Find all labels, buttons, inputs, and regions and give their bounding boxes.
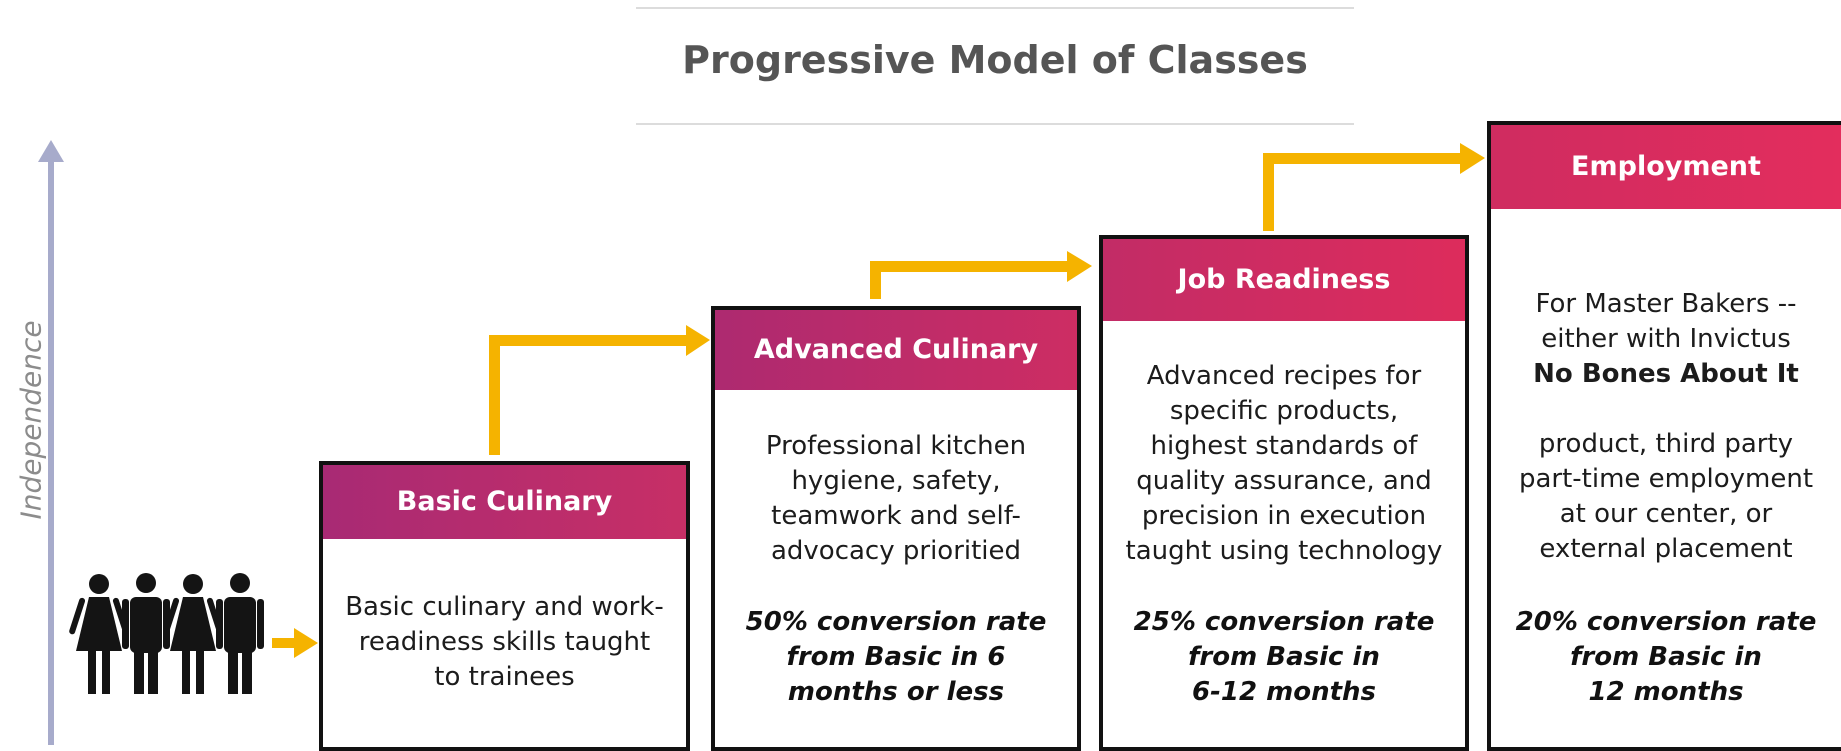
stage-description: Basic culinary and work- readiness skill… bbox=[345, 592, 664, 692]
stage-header: Advanced Culinary bbox=[715, 310, 1077, 390]
stage-advanced-culinary: Advanced Culinary Professional kitchen h… bbox=[711, 306, 1081, 751]
stage-header: Employment bbox=[1491, 125, 1841, 209]
arrow-basic-to-advanced bbox=[489, 325, 710, 455]
conversion-rate: 20% conversion rate from Basic in 12 mon… bbox=[1515, 607, 1817, 707]
page-title: Progressive Model of Classes bbox=[682, 38, 1308, 82]
arrow-advanced-to-job bbox=[870, 251, 1092, 299]
title-bottom-rule bbox=[636, 123, 1354, 125]
description-text: product, third party part-time employmen… bbox=[1518, 429, 1814, 564]
stage-basic-culinary: Basic Culinary Basic culinary and work- … bbox=[319, 461, 690, 751]
stage-header: Job Readiness bbox=[1103, 239, 1465, 321]
product-name: No Bones About It bbox=[1533, 359, 1799, 389]
conversion-rate: 25% conversion rate from Basic in 6-12 m… bbox=[1133, 607, 1435, 707]
stage-description: For Master Bakers -- either with Invictu… bbox=[1501, 252, 1831, 567]
independence-axis bbox=[48, 156, 54, 745]
stage-description: Advanced recipes for specific products, … bbox=[1125, 361, 1443, 566]
stage-header: Basic Culinary bbox=[323, 465, 686, 539]
arrow-people-to-basic bbox=[272, 628, 318, 658]
conversion-rate: 50% conversion rate from Basic in 6 mont… bbox=[745, 607, 1047, 707]
title-top-rule bbox=[636, 7, 1354, 9]
stage-job-readiness: Job Readiness Advanced recipes for speci… bbox=[1099, 235, 1469, 751]
description-text: For Master Bakers -- either with Invictu… bbox=[1535, 289, 1797, 354]
arrow-job-to-employment bbox=[1263, 143, 1485, 231]
stage-employment: Employment For Master Bakers -- either w… bbox=[1487, 121, 1841, 751]
stage-description: Professional kitchen hygiene, safety, te… bbox=[765, 431, 1027, 566]
axis-arrowhead bbox=[38, 140, 64, 162]
group-of-people-icon bbox=[69, 573, 264, 694]
